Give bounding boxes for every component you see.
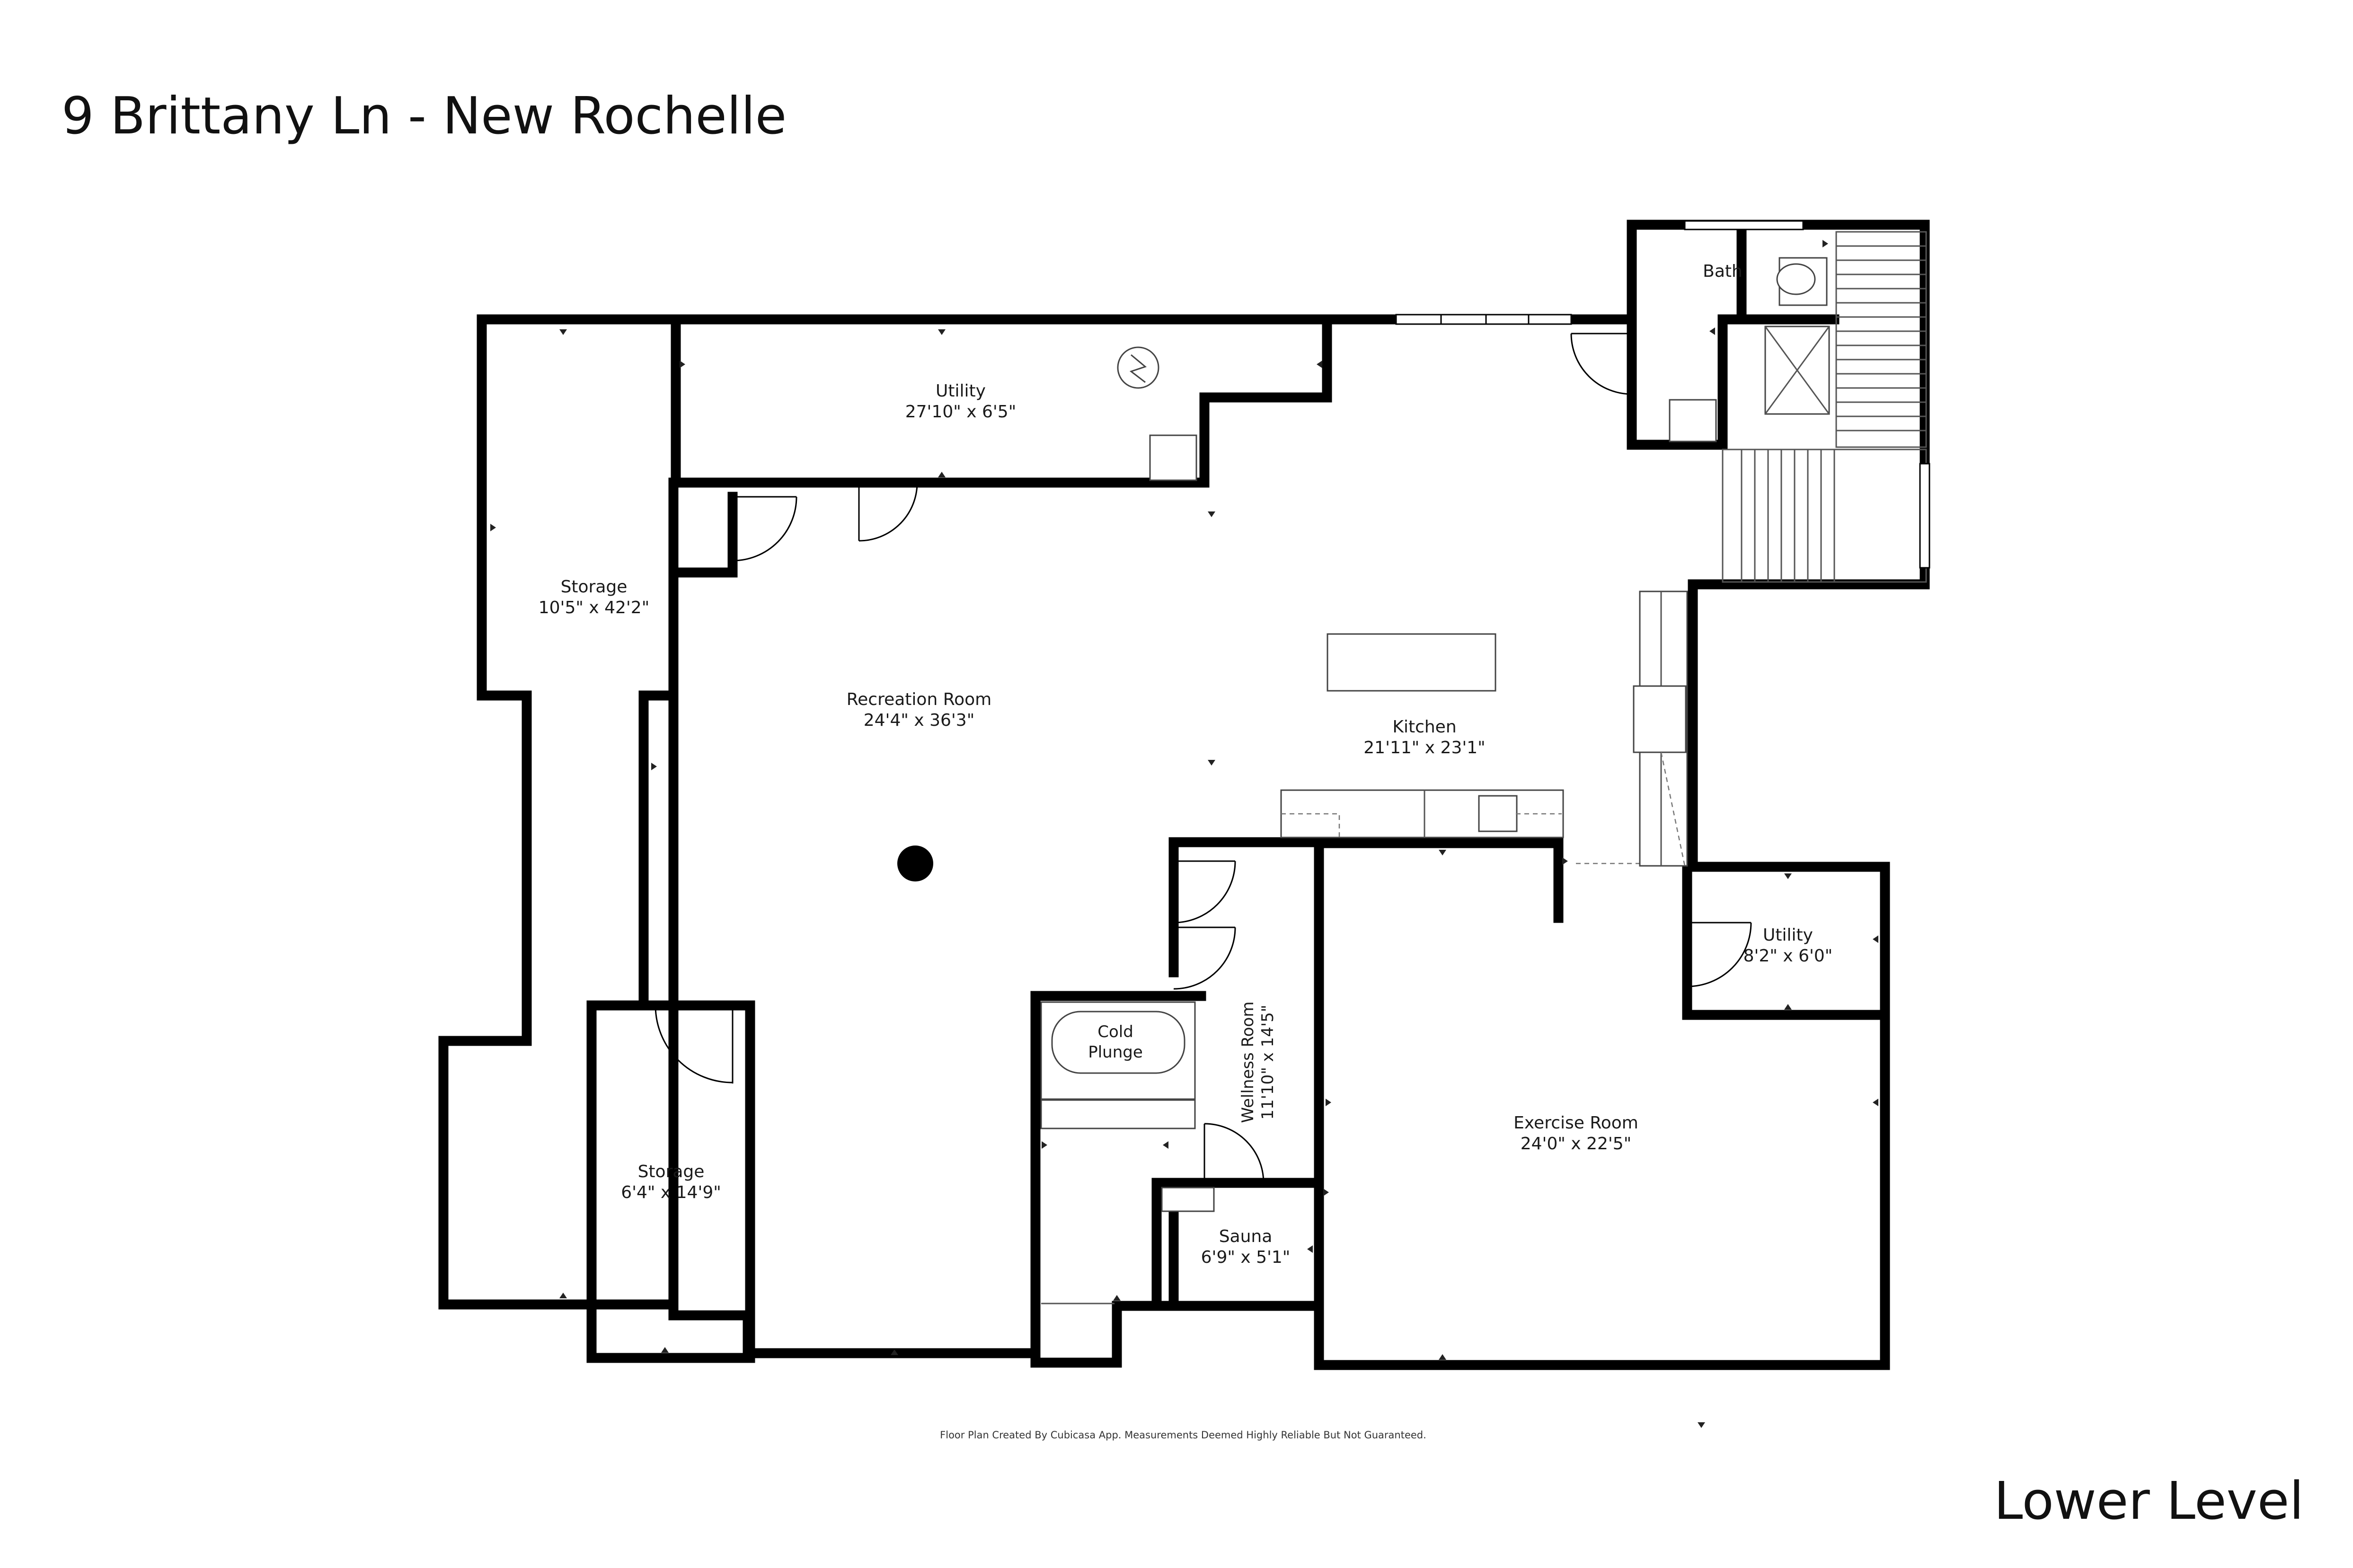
utility-top-name: Utility (936, 381, 986, 401)
dimension-marker (1698, 1422, 1705, 1428)
exercise-room-dims: 24'0" x 22'5" (1521, 1134, 1632, 1154)
dimension-markers (490, 240, 1878, 1428)
dimension-marker (1326, 1099, 1331, 1106)
bath-sink (1669, 399, 1717, 442)
dimension-marker (490, 524, 496, 531)
bath-name: Bath (1703, 262, 1743, 281)
dimension-marker (680, 361, 685, 368)
kitchen-counter (1280, 789, 1564, 838)
cold-plunge-line1: Cold (1097, 1022, 1133, 1041)
storage-left-dims: 10'5" x 42'2" (539, 598, 650, 617)
dimension-marker (651, 763, 657, 770)
stairs (1722, 231, 1927, 583)
dimension-marker (1439, 1354, 1446, 1360)
level-label: Lower Level (1994, 1471, 2304, 1531)
dimension-marker (938, 472, 946, 477)
dimension-marker (938, 329, 946, 335)
windows (1395, 220, 1930, 569)
sauna-dims: 6'9" x 5'1" (1201, 1248, 1291, 1267)
cold-plunge-line2: Plunge (1088, 1043, 1143, 1062)
dimension-marker (1208, 511, 1215, 517)
dimension-marker (1163, 1141, 1168, 1149)
fixtures (897, 257, 1830, 1304)
dimension-marker (1784, 873, 1792, 879)
plan-title: 9 Brittany Ln - New Rochelle (62, 87, 787, 146)
utility-right-name: Utility (1763, 925, 1813, 945)
doors (655, 333, 1752, 1183)
storage-left-name: Storage (561, 577, 628, 597)
recreation-room-name: Recreation Room (847, 690, 991, 709)
room-labels: Utility 27'10" x 6'5" Storage 10'5" x 42… (539, 262, 1833, 1267)
water-heater-icon (1117, 346, 1159, 389)
kitchen-island (1327, 633, 1496, 692)
dimension-marker (1873, 935, 1878, 943)
dimension-marker (1323, 1189, 1329, 1196)
recreation-room-dims: 24'4" x 36'3" (864, 711, 975, 730)
storage-small-dims: 6'4" x 14'9" (621, 1183, 721, 1202)
dimension-marker (1439, 850, 1446, 855)
dimension-marker (1562, 857, 1568, 865)
dimension-marker (1113, 1295, 1121, 1301)
dimension-marker (891, 1349, 898, 1355)
utility-right-dims: 8'2" x 6'0" (1743, 946, 1833, 966)
dimension-marker (559, 1293, 567, 1298)
dimension-marker (1208, 760, 1215, 766)
dimension-marker (661, 1347, 669, 1353)
dimension-marker (1317, 361, 1322, 368)
dimension-marker (1784, 1004, 1792, 1010)
dimension-marker (1822, 240, 1828, 247)
footer-note: Floor Plan Created By Cubicasa App. Meas… (940, 1429, 1426, 1441)
dimension-marker (1709, 327, 1715, 335)
storage-small-name: Storage (638, 1162, 705, 1181)
wellness-room-name: Wellness Room (1238, 1002, 1257, 1123)
sauna-name: Sauna (1219, 1227, 1273, 1246)
dimension-marker (559, 329, 567, 335)
wellness-room-dims: 11'10" x 14'5" (1258, 1004, 1277, 1119)
exercise-room-name: Exercise Room (1513, 1113, 1638, 1133)
dimension-marker (1307, 1245, 1313, 1253)
kitchen-name: Kitchen (1392, 717, 1456, 737)
dimension-marker (1873, 1099, 1878, 1106)
dimension-marker (1042, 1141, 1047, 1149)
support-column (897, 846, 933, 881)
kitchen-dims: 21'11" x 23'1" (1363, 738, 1485, 758)
utility-top-dims: 27'10" x 6'5" (905, 402, 1017, 422)
